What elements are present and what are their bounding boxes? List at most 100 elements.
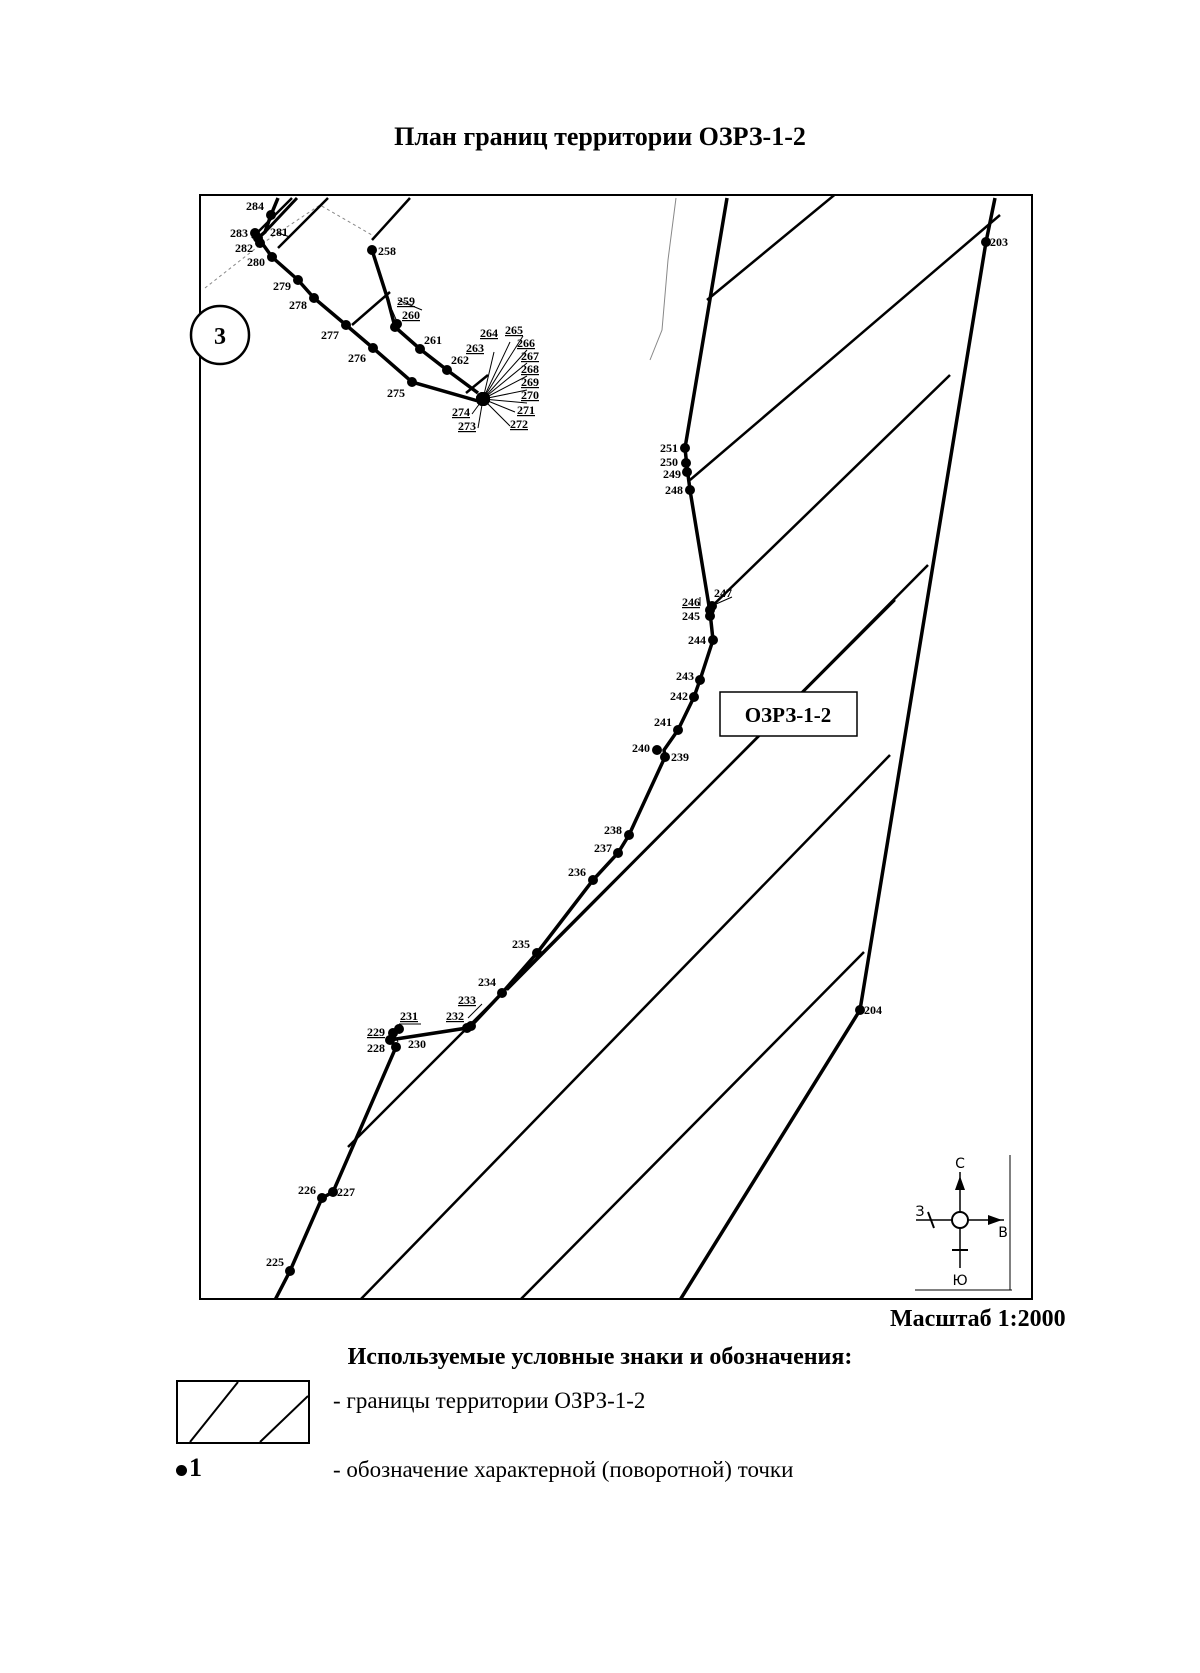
point-label-277: 277: [321, 328, 339, 342]
boundary-point-261: [415, 344, 425, 354]
point-label-203: 203: [990, 235, 1008, 249]
point-label-250: 250: [660, 455, 678, 469]
compass-west: З: [916, 1204, 925, 1220]
point-label-262: 262: [451, 353, 469, 367]
point-label-282: 282: [235, 241, 253, 255]
reference-line: [649, 197, 677, 361]
zone-boundary: [370, 249, 480, 395]
compass-center: [951, 1211, 969, 1229]
legend-point-number: 1: [189, 1453, 202, 1482]
west-tick-icon: [927, 1211, 935, 1229]
boundary-point-239: [660, 752, 670, 762]
boundary-point-279: [293, 275, 303, 285]
point-label-242: 242: [670, 689, 688, 703]
point-label-270: 270: [521, 388, 539, 402]
point-label-259: 259: [397, 294, 415, 308]
boundary-point-243: [695, 675, 705, 685]
boundary-point-248: [685, 485, 695, 495]
boundary-point-240: [652, 745, 662, 755]
point-label-234: 234: [478, 975, 496, 989]
hatched-box-icon: [176, 1380, 310, 1444]
point-label-261: 261: [424, 333, 442, 347]
point-label-275: 275: [387, 386, 405, 400]
district-badge-circle: [189, 304, 251, 366]
point-label-246: 246: [682, 595, 700, 609]
point-label-279: 279: [273, 279, 291, 293]
boundary-point-236: [588, 875, 598, 885]
boundary-point-244: [708, 635, 718, 645]
boundary-point-234: [497, 988, 507, 998]
point-label-235: 235: [512, 937, 530, 951]
boundary-point-275: [407, 377, 417, 387]
boundary-point-276: [368, 343, 378, 353]
point-label-240: 240: [632, 741, 650, 755]
boundary-point-262: [442, 365, 452, 375]
compass-south: Ю: [952, 1273, 967, 1289]
boundary-point-233: [466, 1021, 476, 1031]
boundary-point-250: [681, 458, 691, 468]
point-label-243: 243: [676, 669, 694, 683]
scale-label: Масштаб 1:2000: [890, 1306, 1066, 1332]
boundary-point-204: [855, 1005, 865, 1015]
point-label-230: 230: [408, 1037, 426, 1051]
boundary-point-231: [394, 1024, 404, 1034]
boundary-point-277: [341, 320, 351, 330]
legend-item-point: - обозначение характерной (поворотной) т…: [333, 1457, 794, 1482]
legend-item-point-symbol: 1: [176, 1453, 202, 1483]
boundary-point-227: [328, 1187, 338, 1197]
boundary-point-284: [266, 210, 276, 220]
boundary-point-280: [267, 252, 277, 262]
boundary-point-241: [673, 725, 683, 735]
compass-rose: С З В Ю: [915, 1155, 1012, 1291]
point-label-236: 236: [568, 865, 586, 879]
boundary-point-237: [613, 848, 623, 858]
point-label-251: 251: [660, 441, 678, 455]
point-label-278: 278: [289, 298, 307, 312]
point-label-227: 227: [337, 1185, 355, 1199]
point-label-245: 245: [682, 609, 700, 623]
point-label-269: 269: [521, 375, 539, 389]
boundary-point-242: [689, 692, 699, 702]
north-arrow-icon: [955, 1176, 965, 1190]
point-label-265: 265: [505, 323, 523, 337]
point-dot-icon: [176, 1464, 187, 1476]
point-label-280: 280: [247, 255, 265, 269]
map-frame: [199, 194, 1033, 1300]
boundary-point-258: [367, 245, 377, 255]
point-label-263: 263: [466, 341, 484, 355]
point-label-239: 239: [671, 750, 689, 764]
reference-line: [204, 204, 373, 289]
point-label-247: 247: [714, 586, 732, 600]
point-label-268: 268: [521, 362, 539, 376]
point-label-226: 226: [298, 1183, 316, 1197]
point-label-237: 237: [594, 841, 612, 855]
point-label-284: 284: [246, 199, 264, 213]
boundary-point-278: [309, 293, 319, 303]
boundary-point-249: [682, 467, 692, 477]
point-label-271: 271: [517, 403, 535, 417]
zone-label: ОЗРЗ-1-2: [745, 703, 832, 727]
zone-label-box: [719, 691, 858, 737]
boundary-point-274: [476, 392, 490, 406]
point-label-231: 231: [400, 1009, 418, 1023]
district-badge: 3: [214, 324, 226, 350]
point-label-258: 258: [378, 244, 396, 258]
boundary-point-238: [624, 830, 634, 840]
point-label-272: 272: [510, 417, 528, 431]
boundary-point-203: [981, 237, 991, 247]
point-label-264: 264: [480, 326, 498, 340]
legend-title: Используемые условные знаки и обозначени…: [347, 1344, 853, 1370]
point-label-274: 274: [452, 405, 470, 419]
boundary-point-230: [391, 1042, 401, 1052]
boundary-point-247: [707, 601, 717, 611]
point-label-266: 266: [517, 336, 535, 350]
point-label-232: 232: [446, 1009, 464, 1023]
point-label-281: 281: [270, 225, 288, 239]
boundary-point-260: [392, 319, 402, 329]
compass-north: С: [955, 1156, 965, 1172]
zone-boundary: [678, 197, 997, 1299]
point-label-283: 283: [230, 226, 248, 240]
legend-item-boundary: - границы территории ОЗРЗ-1-2: [333, 1388, 646, 1413]
